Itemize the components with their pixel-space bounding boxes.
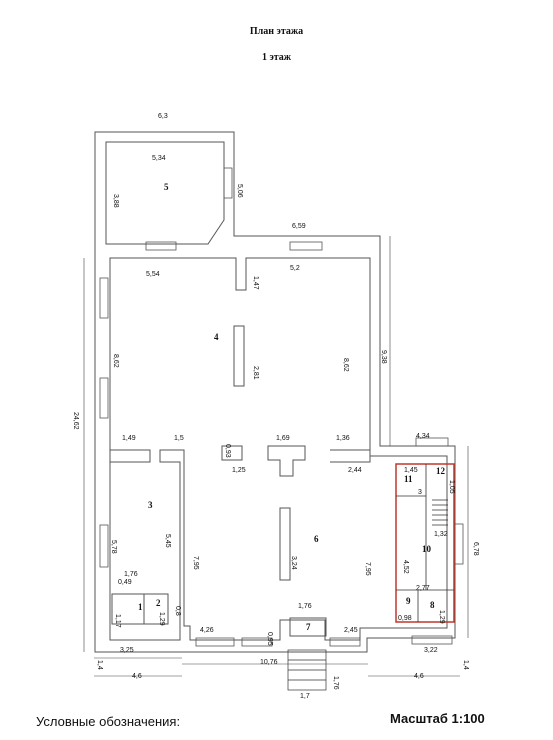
dimension-label: 3,24 — [290, 556, 297, 570]
column-top — [233, 325, 245, 387]
dimension-label: 10,76 — [260, 659, 278, 666]
dimension-label: 1,05 — [448, 480, 455, 494]
dimension-label: 2,44 — [348, 467, 362, 474]
dimension-label: 3,25 — [120, 647, 134, 654]
dimension-label: 1,49 — [122, 435, 136, 442]
window — [99, 377, 109, 419]
room-label: 5 — [164, 182, 169, 192]
window — [195, 637, 235, 647]
room-label: 1 — [138, 602, 143, 612]
dimension-label: 0,49 — [118, 579, 132, 586]
dimension-label: 1,17 — [114, 614, 121, 628]
room-label: 12 — [436, 466, 446, 476]
dimension-label: 2,77 — [416, 585, 430, 592]
dimension-label: 1,45 — [404, 467, 418, 474]
column-room-6 — [279, 507, 291, 581]
page-title: План этажа — [249, 26, 304, 37]
dimension-label: 4,52 — [402, 560, 409, 574]
dimension-label: 1,36 — [336, 435, 350, 442]
window — [454, 523, 464, 565]
dimension-label: 3,22 — [424, 647, 438, 654]
legend-label: Условные обозначения: — [36, 714, 181, 729]
window — [289, 241, 323, 251]
dimension-label: 5,34 — [152, 155, 166, 162]
dimension-label: 9,38 — [380, 350, 387, 364]
scale-label: Масштаб 1:100 — [390, 711, 485, 726]
dimension-label: 0,93 — [224, 444, 231, 458]
room-label: 6 — [314, 534, 319, 544]
room-label: 2 — [156, 598, 161, 608]
dimension-label: 5,2 — [290, 265, 300, 272]
window — [329, 637, 361, 647]
dimension-label: 8,62 — [112, 354, 119, 368]
dimension-label: 1,29 — [438, 610, 445, 624]
dimension-label: 3 — [418, 489, 422, 496]
dimension-label: 6,3 — [158, 113, 168, 120]
dimension-label: 1,4 — [96, 660, 103, 670]
dimension-label: 1,7 — [300, 693, 310, 700]
column-mid — [221, 445, 243, 461]
wall-room-5-inner — [105, 141, 225, 245]
dimension-label: 1,76 — [298, 603, 312, 610]
dimension-label: 4,26 — [200, 627, 214, 634]
dimension-label: 5,78 — [110, 540, 117, 554]
dimension-label: 1,32 — [434, 531, 448, 538]
dimension-label: 1,4 — [462, 660, 469, 670]
window — [99, 524, 109, 568]
column-t — [267, 445, 306, 477]
dimension-label: 4,34 — [416, 433, 430, 440]
window — [411, 635, 453, 645]
window — [99, 277, 109, 319]
room-label: 9 — [406, 596, 411, 606]
dimension-label: 7,95 — [192, 556, 199, 570]
dimension-label: 1,29 — [158, 612, 165, 626]
dimension-label: 5,06 — [236, 184, 243, 198]
window — [241, 637, 273, 647]
dimension-label: 1,76 — [124, 571, 138, 578]
dimension-label: 24,62 — [72, 412, 79, 430]
window — [415, 437, 449, 447]
dimension-label: 7,95 — [364, 562, 371, 576]
wall-center-partition — [330, 449, 371, 463]
room-label: 11 — [404, 474, 413, 484]
dimension-label: 1,47 — [252, 276, 259, 290]
room-label: 3 — [148, 500, 153, 510]
room-label: 8 — [430, 600, 435, 610]
dimension-label: 8,62 — [342, 358, 349, 372]
dimension-label: 1,25 — [232, 467, 246, 474]
dimension-label: 2,81 — [252, 366, 259, 380]
window — [223, 167, 233, 199]
dimension-label: 2,45 — [344, 627, 358, 634]
dimension-label: 1,69 — [276, 435, 290, 442]
room-label: 10 — [422, 544, 432, 554]
dimension-label: 1,5 — [174, 435, 184, 442]
dimension-label: 1,76 — [332, 676, 339, 690]
room-2-box — [143, 593, 169, 625]
room-label: 7 — [306, 622, 311, 632]
dimension-label: 0,95 — [266, 632, 273, 646]
dimension-label: 4,6 — [132, 673, 142, 680]
dimension-label: 5,45 — [164, 534, 171, 548]
wall-left-partition — [110, 449, 151, 463]
dimension-label: 4,6 — [414, 673, 424, 680]
wall-room-5 — [94, 131, 456, 653]
floor-label: 1 этаж — [261, 52, 292, 63]
dimension-label: 6,78 — [472, 542, 479, 556]
highlight-block — [395, 463, 455, 623]
window — [145, 241, 177, 251]
dimension-label: 5,54 — [146, 271, 160, 278]
room-7-box — [289, 617, 327, 637]
wall-main-inner — [109, 257, 448, 641]
dimension-label: 0,98 — [398, 615, 412, 622]
dimension-label: 6,59 — [292, 223, 306, 230]
dimension-label: 0,8 — [174, 606, 181, 616]
room-label: 4 — [214, 332, 219, 342]
dimension-label: 3,88 — [112, 194, 119, 208]
